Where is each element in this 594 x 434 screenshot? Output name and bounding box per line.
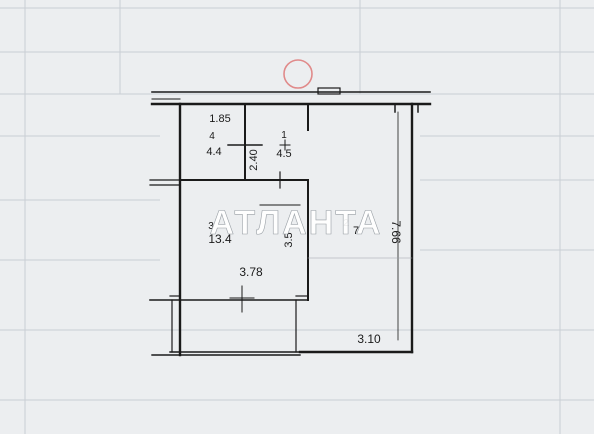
- dimension-top-left-width: 1.85: [209, 113, 230, 125]
- walls: [149, 87, 432, 357]
- dimension-living-width: 3.78: [239, 265, 263, 279]
- compass-mark: [283, 59, 313, 89]
- dimension-living-height: 3.5: [283, 232, 295, 247]
- room-area-2: 7: [353, 225, 359, 237]
- watermark-text: АТЛАНТА: [210, 204, 383, 242]
- dimension-labels: 1.85 2.40 3.78 3.5 7.66 3.10: [209, 113, 403, 346]
- room-labels: 4 4.4 1 4.5 3 13.4 2 7: [206, 130, 359, 246]
- room-number-3: 3: [208, 221, 214, 232]
- dimension-kitchen-width: 3.10: [357, 332, 381, 346]
- dimension-bath-height: 2.40: [248, 149, 260, 170]
- room-area-3: 13.4: [208, 232, 232, 246]
- room-area-4: 4.4: [206, 146, 221, 158]
- dimension-kitchen-height: 7.66: [389, 220, 403, 244]
- room-area-1: 4.5: [276, 148, 291, 160]
- room-number-4: 4: [209, 131, 215, 142]
- room-number-1: 1: [281, 130, 287, 141]
- room-number-2: 2: [343, 218, 349, 229]
